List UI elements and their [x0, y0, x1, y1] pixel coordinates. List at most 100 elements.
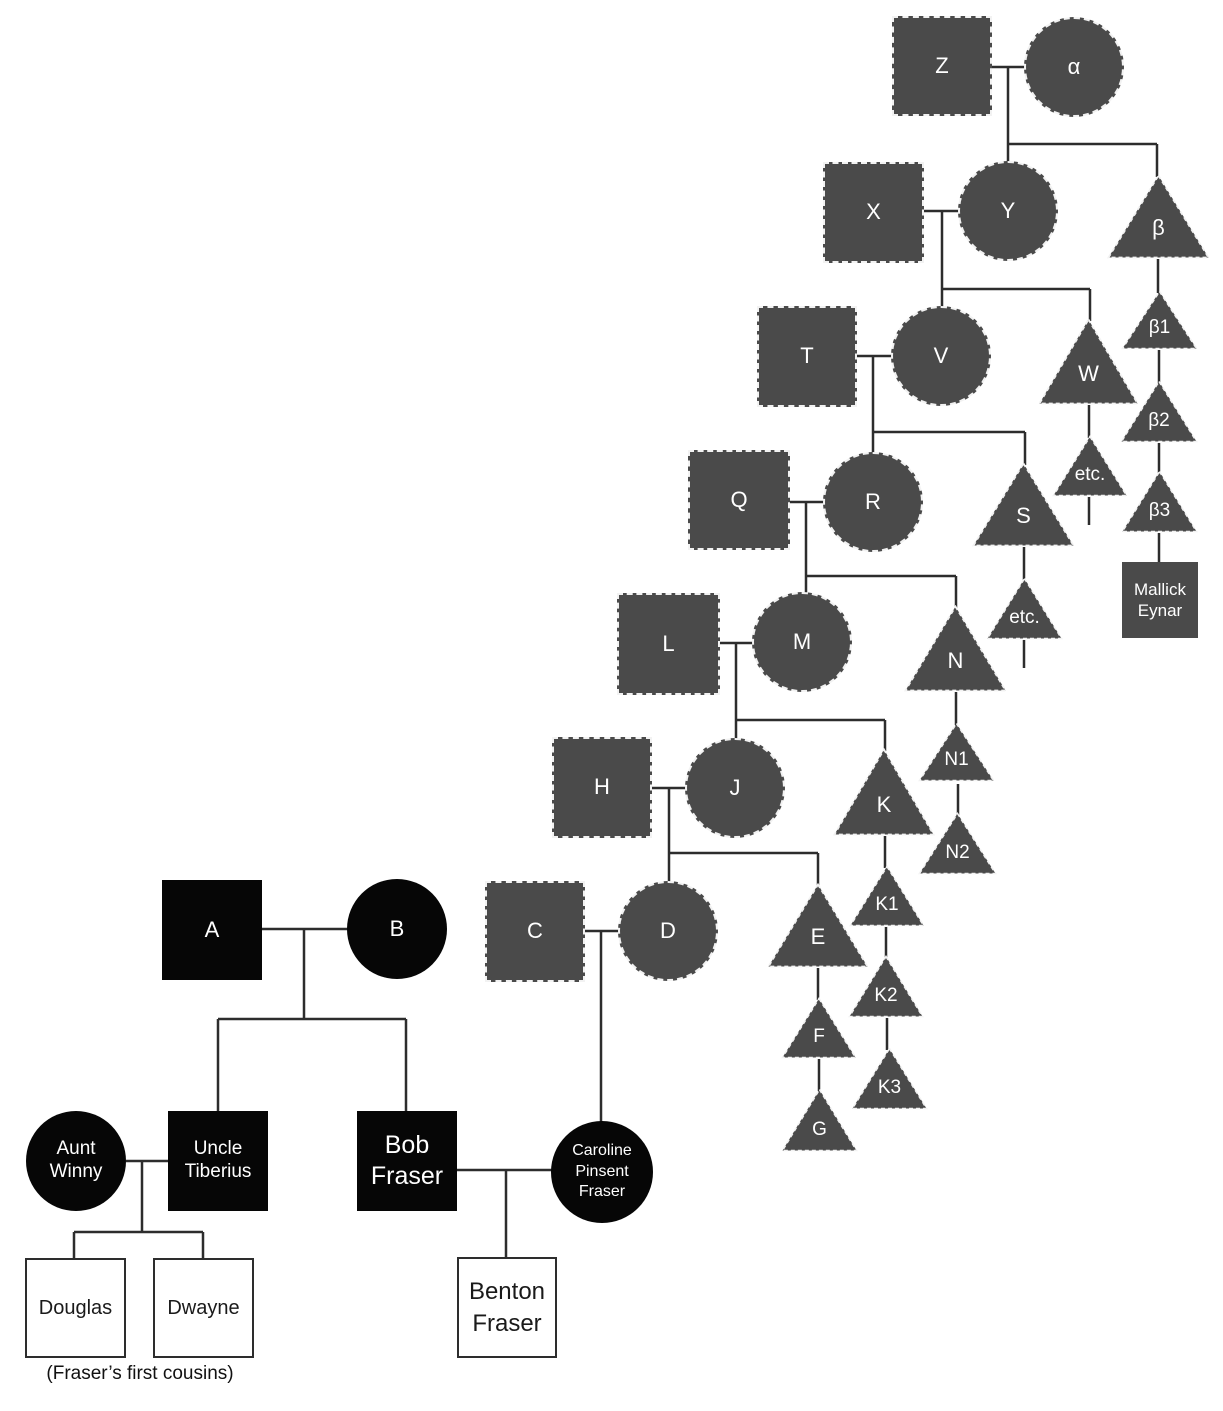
node-alpha-circle: α	[1024, 17, 1124, 117]
node-e-triangle: E	[767, 883, 869, 968]
triangle-outline	[851, 1047, 928, 1110]
triangle-outline	[833, 748, 935, 836]
node-m-label: M	[792, 628, 812, 654]
node-uncle-tiberius-square: Uncle Tiberius	[168, 1111, 268, 1211]
node-v-circle: V	[891, 306, 991, 406]
node-beta1-label: β1	[1148, 317, 1171, 339]
node-caroline-pinsent-fraser-circle: Caroline Pinsent Fraser	[551, 1121, 653, 1223]
node-k3-label: K3	[877, 1077, 902, 1099]
node-t-square: T	[757, 306, 857, 407]
node-beta-label: β	[1152, 214, 1165, 240]
node-a-square: A	[162, 880, 262, 980]
node-d-label: D	[660, 917, 676, 943]
triangle-outline	[1120, 380, 1198, 443]
node-beta3-label: β3	[1148, 500, 1171, 522]
node-bob-fraser-label: Bob Fraser	[370, 1130, 444, 1190]
caption-fraser-first-cousins: (Fraser’s first cousins)	[46, 1363, 234, 1384]
node-y-circle: Y	[958, 161, 1058, 261]
node-mallick-eynar-square: Mallick Eynar	[1122, 562, 1198, 638]
node-g-triangle: G	[781, 1088, 858, 1152]
node-k3-triangle: K3	[851, 1047, 928, 1110]
node-dwayne-label: Dwayne	[167, 1297, 240, 1319]
node-w-label: W	[1078, 360, 1099, 386]
node-douglas-label: Douglas	[38, 1297, 113, 1319]
node-x-square: X	[823, 162, 924, 263]
node-beta1-triangle: β1	[1121, 290, 1198, 350]
node-f-triangle: F	[781, 997, 857, 1059]
triangle-outline	[848, 955, 924, 1018]
triangle-outline	[767, 883, 869, 968]
triangle-outline	[781, 997, 857, 1059]
node-a-label: A	[204, 916, 220, 942]
node-h-label: H	[594, 774, 610, 800]
node-z-square: Z	[892, 16, 992, 116]
triangle-outline	[918, 722, 995, 782]
node-m-circle: M	[752, 592, 852, 692]
node-w-triangle: W	[1038, 318, 1139, 405]
triangle-outline	[972, 462, 1075, 547]
node-etc-under-s-label: etc.	[1009, 607, 1040, 629]
node-beta-triangle: β	[1107, 174, 1210, 259]
triangle-outline	[1121, 290, 1198, 350]
node-q-square: Q	[688, 450, 790, 550]
node-k-triangle: K	[833, 748, 935, 836]
node-j-circle: J	[685, 738, 785, 838]
node-q-label: Q	[730, 486, 748, 512]
node-j-label: J	[729, 774, 741, 800]
node-etc-under-s-triangle: etc.	[986, 577, 1063, 640]
triangle-outline	[918, 812, 997, 875]
node-l-label: L	[662, 630, 675, 656]
node-douglas-square: Douglas	[25, 1258, 126, 1358]
node-r-label: R	[865, 488, 881, 514]
triangle-outline	[1107, 174, 1210, 259]
node-k1-label: K1	[875, 894, 899, 916]
node-x-label: X	[866, 199, 881, 225]
triangle-outline	[1038, 318, 1139, 405]
node-etc-under-w-triangle: etc.	[1052, 435, 1128, 497]
node-s-label: S	[1016, 502, 1031, 528]
node-beta2-label: β2	[1148, 410, 1170, 432]
triangle-outline	[904, 605, 1007, 692]
node-dwayne-square: Dwayne	[153, 1258, 254, 1358]
node-caroline-pinsent-fraser-label: Caroline Pinsent Fraser	[572, 1141, 632, 1201]
node-b-circle: B	[347, 879, 447, 979]
node-g-label: G	[812, 1119, 827, 1141]
triangle-outline	[849, 865, 925, 927]
triangle-outline	[1052, 435, 1128, 497]
node-l-square: L	[617, 593, 720, 695]
node-n2-triangle: N2	[918, 812, 997, 875]
node-alpha-label: α	[1067, 53, 1081, 79]
triangle-outline	[986, 577, 1063, 640]
node-v-label: V	[933, 342, 949, 368]
node-f-label: F	[813, 1026, 825, 1048]
node-aunt-winny-circle: Aunt Winny	[26, 1111, 126, 1211]
node-d-circle: D	[618, 881, 718, 981]
node-mallick-eynar-label: Mallick Eynar	[1134, 579, 1186, 620]
node-beta3-triangle: β3	[1121, 470, 1198, 533]
node-c-square: C	[485, 881, 585, 982]
node-s-triangle: S	[972, 462, 1075, 547]
node-beta2-triangle: β2	[1120, 380, 1198, 443]
node-r-circle: R	[823, 452, 923, 552]
node-c-label: C	[527, 918, 543, 944]
node-n-label: N	[947, 647, 964, 673]
triangle-outline	[781, 1088, 858, 1152]
node-n1-label: N1	[944, 749, 969, 771]
node-k2-triangle: K2	[848, 955, 924, 1018]
node-benton-fraser-label: Benton Fraser	[468, 1278, 546, 1337]
node-uncle-tiberius-label: Uncle Tiberius	[184, 1138, 252, 1182]
node-y-label: Y	[1000, 197, 1016, 223]
node-n1-triangle: N1	[918, 722, 995, 782]
node-h-square: H	[552, 737, 652, 838]
node-k-label: K	[876, 791, 892, 817]
node-bob-fraser-square: Bob Fraser	[357, 1111, 457, 1211]
node-b-label: B	[389, 915, 405, 941]
node-z-label: Z	[935, 52, 949, 78]
node-k1-triangle: K1	[849, 865, 925, 927]
node-t-label: T	[800, 343, 814, 369]
triangle-outline	[1121, 470, 1198, 533]
node-e-label: E	[810, 923, 826, 949]
node-aunt-winny-label: Aunt Winny	[49, 1138, 103, 1182]
